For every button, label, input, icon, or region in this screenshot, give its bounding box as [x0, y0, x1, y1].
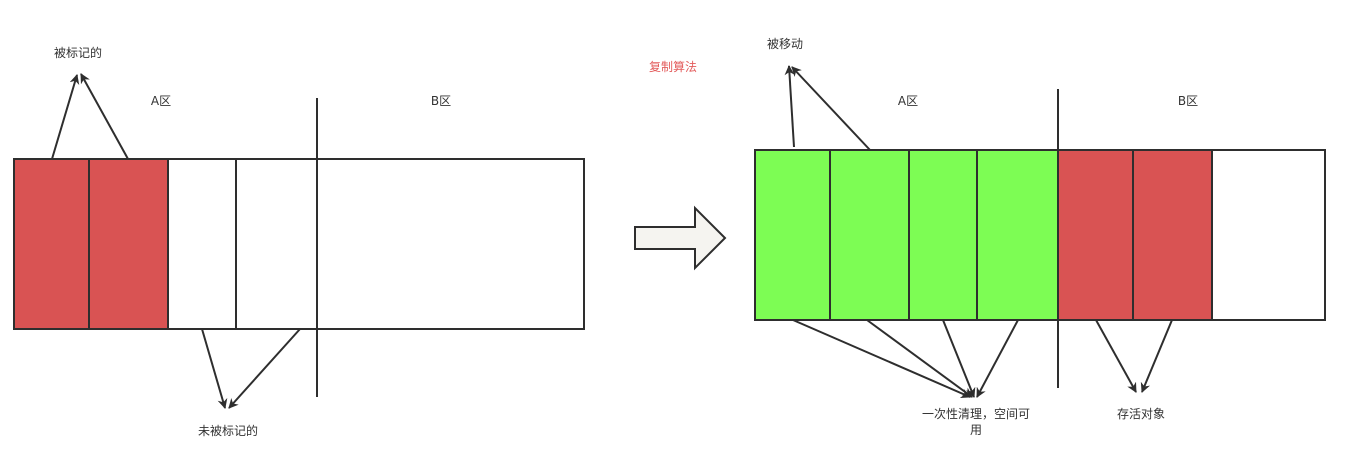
moved-arrow-2 — [791, 66, 871, 151]
before-empty-cell-2 — [235, 158, 585, 330]
cleared-arrow-1 — [792, 319, 971, 398]
diagram-title: 复制算法 — [649, 59, 697, 74]
moved-label: 被移动 — [767, 37, 803, 51]
before-marked-cell-1 — [13, 158, 90, 330]
after-moved-cell-3 — [908, 149, 978, 321]
moved-arrow-1 — [784, 65, 795, 148]
unmarked-arrow-2 — [228, 328, 301, 409]
cleared-arrow-4 — [976, 319, 1019, 398]
before-memory: A区 B区 被标记的 未被标记的 — [13, 45, 585, 438]
after-survivor-cell-1 — [1057, 149, 1134, 321]
before-zone-a-label: A区 — [151, 94, 171, 108]
cleared-label-line-1: 一次性清理，空间可 — [922, 407, 1030, 421]
after-moved-cell-1 — [754, 149, 831, 321]
marked-label: 被标记的 — [54, 45, 102, 60]
after-moved-cell-2 — [829, 149, 910, 321]
after-memory: A区 B区 被移动 一次性清理，空间可 用 存活对象 — [754, 37, 1326, 437]
cleared-arrow-3 — [942, 319, 976, 398]
after-survivor-cell-2 — [1132, 149, 1213, 321]
survivor-arrow-1 — [1095, 319, 1137, 393]
survivor-arrow-2 — [1140, 319, 1173, 393]
before-zone-b-label: B区 — [431, 94, 451, 108]
after-zone-b-label: B区 — [1178, 94, 1198, 108]
right-arrow-icon — [634, 205, 727, 271]
marked-arrow-1 — [51, 74, 80, 160]
before-marked-cell-2 — [88, 158, 169, 330]
cleared-arrow-2 — [866, 319, 973, 398]
unmarked-arrow-1 — [201, 328, 228, 409]
after-zone-a-label: A区 — [898, 94, 918, 108]
survivor-label: 存活对象 — [1117, 407, 1165, 421]
cleared-label-line-2: 用 — [970, 423, 982, 437]
after-moved-cell-4 — [976, 149, 1059, 321]
marked-arrow-2 — [80, 73, 129, 160]
unmarked-label: 未被标记的 — [198, 423, 258, 438]
before-empty-cell-1 — [167, 158, 237, 330]
